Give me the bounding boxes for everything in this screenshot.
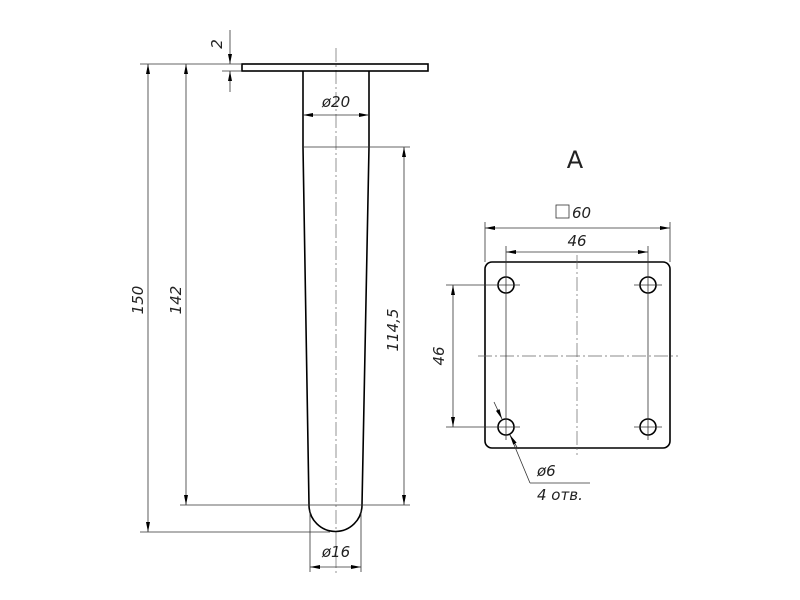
- dim-leg-height: 142: [167, 286, 185, 315]
- hole-count-note: 4 отв.: [537, 486, 583, 504]
- dim-square: 60: [572, 204, 591, 222]
- square-symbol: [555, 204, 570, 219]
- dim-hole-spacing-x: 46: [567, 232, 586, 250]
- dim-taper-length: 114,5: [384, 309, 402, 352]
- dim-hole-diameter: ø6: [536, 462, 556, 480]
- dim-bottom-diameter: ø16: [321, 543, 350, 561]
- plate-outline: [484, 261, 671, 449]
- dim-total-height: 150: [129, 286, 147, 315]
- view-a: A 60 46 46 ø6 4 отв.: [430, 146, 678, 504]
- side-view: 150 142 2 ø20 114,5 ø16: [129, 30, 429, 575]
- view-label: A: [567, 146, 584, 174]
- dim-plate-thickness: 2: [208, 39, 226, 49]
- dim-hole-spacing-y: 46: [430, 346, 448, 365]
- dim-top-diameter: ø20: [321, 93, 350, 111]
- mounting-plate: [241, 63, 429, 72]
